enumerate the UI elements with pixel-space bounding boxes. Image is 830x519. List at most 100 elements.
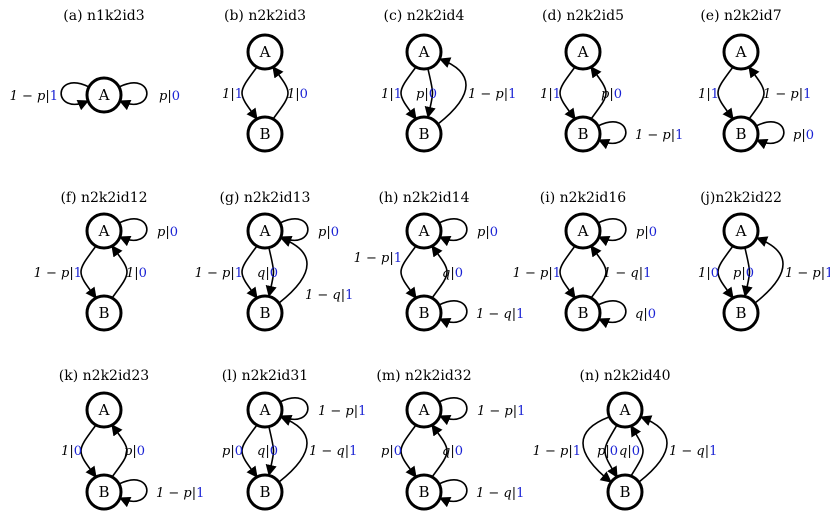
state-label: B bbox=[619, 483, 630, 501]
transition-label: p|0 bbox=[159, 89, 180, 104]
transition-arrow bbox=[717, 66, 734, 120]
transition-arrow bbox=[604, 424, 618, 478]
panel-title: (n) n2k2id40 bbox=[580, 368, 671, 384]
state-node-b: B bbox=[405, 473, 443, 511]
transition-arrow bbox=[111, 424, 128, 478]
state-label: A bbox=[418, 43, 430, 61]
output-symbol: 1 bbox=[394, 251, 402, 266]
transition-arrow bbox=[748, 66, 765, 120]
output-symbol: 1 bbox=[50, 89, 58, 104]
output-symbol: 0 bbox=[170, 225, 178, 240]
transition-label: 1 − p|1 bbox=[533, 444, 581, 459]
output-symbol: 0 bbox=[806, 128, 814, 143]
transition-label: 1|1 bbox=[222, 87, 243, 102]
transition-arrow bbox=[431, 424, 448, 478]
panel-title: (i) n2k2id16 bbox=[540, 190, 627, 206]
state-label: B bbox=[418, 304, 429, 322]
transition-label: 1|1 bbox=[540, 87, 561, 102]
state-node-a: A bbox=[85, 76, 123, 114]
transition-arrow bbox=[755, 121, 785, 150]
panel-title: (k) n2k2id23 bbox=[59, 368, 149, 384]
transition-label: 1 − p|1 bbox=[468, 87, 516, 102]
output-symbol: 0 bbox=[455, 444, 463, 459]
output-symbol: 0 bbox=[711, 266, 719, 281]
transition-arrow bbox=[590, 66, 607, 120]
panel-title: (d) n2k2id5 bbox=[542, 8, 624, 24]
transition-arrow bbox=[424, 68, 436, 119]
output-symbol: 1 bbox=[573, 444, 581, 459]
panel-title: (c) n2k2id4 bbox=[384, 8, 465, 24]
transition-label: 1|0 bbox=[126, 266, 147, 281]
transition-arrow bbox=[559, 66, 576, 120]
transition-label: q|0 bbox=[635, 307, 656, 322]
transition-arrow bbox=[438, 397, 468, 426]
state-node-b: B bbox=[246, 294, 284, 332]
transition-arrow bbox=[279, 397, 309, 426]
state-node-b: B bbox=[85, 473, 123, 511]
state-label: A bbox=[735, 43, 747, 61]
transition-label: 1|0 bbox=[287, 87, 308, 102]
state-node-a: A bbox=[405, 391, 443, 429]
transition-label: p|0 bbox=[733, 266, 754, 281]
state-label: B bbox=[98, 483, 109, 501]
transition-label: p|0 bbox=[601, 87, 622, 102]
transition-label: p|0 bbox=[597, 444, 618, 459]
state-label: B bbox=[98, 304, 109, 322]
output-symbol: 1 bbox=[517, 404, 525, 419]
transition-label: 1 − q|1 bbox=[669, 444, 717, 459]
transition-arrow bbox=[438, 479, 468, 508]
transition-label: 1 − p|1 bbox=[195, 266, 243, 281]
state-node-a: A bbox=[85, 212, 123, 250]
output-symbol: 0 bbox=[490, 225, 498, 240]
state-label: A bbox=[577, 222, 589, 240]
transition-label: 1 − q|1 bbox=[309, 444, 357, 459]
state-node-b: B bbox=[722, 115, 760, 153]
state-node-a: A bbox=[85, 391, 123, 429]
transition-label: 1 − p|1 bbox=[156, 486, 204, 501]
transition-label: p|0 bbox=[157, 225, 178, 240]
transition-arrow bbox=[630, 425, 644, 477]
state-node-b: B bbox=[564, 294, 602, 332]
transition-arrow bbox=[597, 121, 627, 150]
transition-arrow bbox=[400, 245, 417, 299]
transition-label: 1 − p|1 bbox=[10, 89, 58, 104]
transition-label: 1 − p|1 bbox=[513, 266, 561, 281]
panel-title: (g) n2k2id13 bbox=[220, 190, 311, 206]
transition-arrow bbox=[438, 300, 468, 329]
output-symbol: 0 bbox=[300, 87, 308, 102]
transition-label: p|0 bbox=[222, 444, 243, 459]
transition-label: q|0 bbox=[619, 444, 640, 459]
transition-arrow bbox=[400, 66, 417, 120]
output-symbol: 1 bbox=[358, 404, 366, 419]
state-node-b: B bbox=[564, 115, 602, 153]
transition-label: 1 − q|1 bbox=[476, 486, 524, 501]
state-node-a: A bbox=[606, 391, 644, 429]
panel-title: (f) n2k2id12 bbox=[60, 190, 147, 206]
output-symbol: 1 bbox=[516, 486, 524, 501]
panel-title: (b) n2k2id3 bbox=[224, 8, 306, 24]
transition-arrow bbox=[279, 218, 309, 247]
state-label: A bbox=[259, 222, 271, 240]
output-symbol: 0 bbox=[746, 266, 754, 281]
output-symbol: 0 bbox=[429, 87, 437, 102]
output-symbol: 1 bbox=[516, 307, 524, 322]
transition-arrow bbox=[118, 218, 148, 247]
transition-arrow bbox=[431, 245, 448, 299]
state-node-b: B bbox=[246, 473, 284, 511]
output-symbol: 1 bbox=[643, 266, 651, 281]
transition-arrow bbox=[741, 247, 753, 298]
output-symbol: 0 bbox=[235, 444, 243, 459]
transition-label: q|0 bbox=[257, 444, 278, 459]
transition-arrow bbox=[265, 426, 277, 477]
state-node-b: B bbox=[405, 115, 443, 153]
output-symbol: 0 bbox=[632, 444, 640, 459]
transition-label: q|0 bbox=[257, 266, 278, 281]
